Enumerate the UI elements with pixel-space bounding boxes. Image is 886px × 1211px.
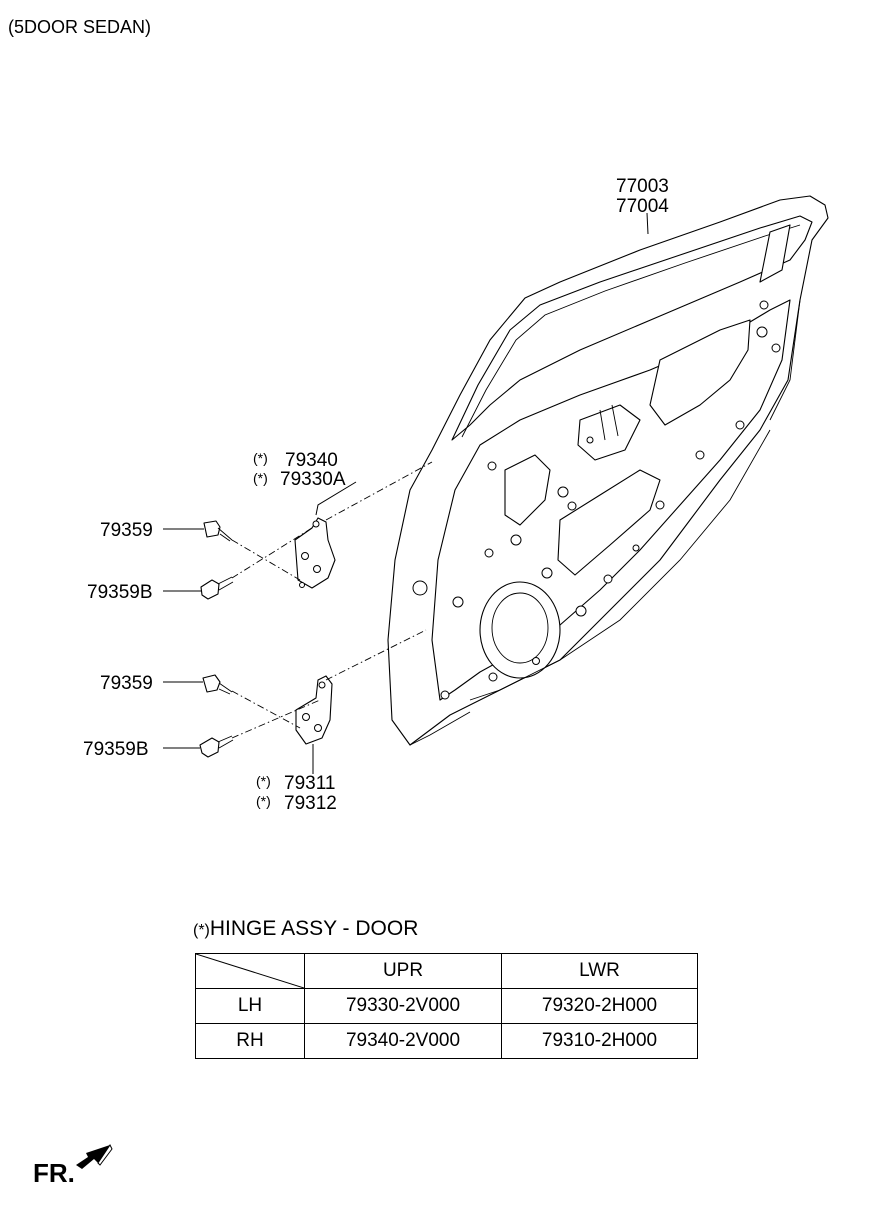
table-header-row: UPR LWR bbox=[195, 953, 698, 989]
table-cell-upr: 79340-2V000 bbox=[304, 1023, 502, 1059]
upper-hinge-mark-a: (*) bbox=[253, 450, 268, 466]
front-direction-label: FR. bbox=[33, 1158, 75, 1188]
table-cell-side: RH bbox=[195, 1023, 305, 1059]
lower-hinge bbox=[295, 675, 333, 745]
table-corner-cell bbox=[195, 953, 305, 989]
hinge-assy-table: UPR LWR LH 79330-2V000 79320-2H000 RH 79… bbox=[195, 953, 698, 1059]
hinge-table-title-text: HINGE ASSY - DOOR bbox=[209, 917, 419, 940]
label-79359-lower: 79359 bbox=[100, 673, 153, 694]
lower-bolt-79359b bbox=[199, 735, 234, 758]
table-header-lwr: LWR bbox=[501, 953, 698, 989]
table-cell-lwr: 79310-2H000 bbox=[501, 1023, 698, 1059]
lower-hinge-mark-a: (*) bbox=[256, 773, 271, 789]
hinge-table-mark: (*) bbox=[193, 922, 210, 939]
hinge-table-title: (*)HINGE ASSY - DOOR bbox=[193, 917, 418, 941]
label-77003: 77003 bbox=[616, 176, 669, 197]
label-79312: 79312 bbox=[284, 793, 337, 814]
diagram-title: (5DOOR SEDAN) bbox=[8, 17, 151, 37]
table-cell-side: LH bbox=[195, 988, 305, 1024]
label-77004: 77004 bbox=[616, 196, 669, 217]
table-cell-upr: 79330-2V000 bbox=[304, 988, 502, 1024]
table-row: RH 79340-2V000 79310-2H000 bbox=[195, 1023, 698, 1059]
upper-bolt-79359b bbox=[200, 576, 234, 600]
label-79340: 79340 bbox=[285, 450, 338, 471]
rear-door-panel bbox=[387, 195, 829, 746]
label-79359b-lower: 79359B bbox=[83, 739, 149, 760]
upper-hinge bbox=[294, 517, 336, 589]
lower-hinge-mark-b: (*) bbox=[256, 793, 271, 809]
label-79330a: 79330A bbox=[280, 469, 346, 490]
label-79311: 79311 bbox=[284, 773, 335, 794]
upper-bolt-79359 bbox=[203, 520, 233, 542]
table-cell-lwr: 79320-2H000 bbox=[501, 988, 698, 1024]
front-arrow-icon bbox=[76, 1144, 113, 1169]
corner-diagonal bbox=[196, 954, 304, 988]
upper-hinge-mark-b: (*) bbox=[253, 470, 268, 486]
table-row: LH 79330-2V000 79320-2H000 bbox=[195, 988, 698, 1024]
label-79359b-upper: 79359B bbox=[87, 582, 153, 603]
label-79359-upper: 79359 bbox=[100, 520, 153, 541]
lower-bolt-79359 bbox=[202, 674, 233, 695]
table-header-upr: UPR bbox=[304, 953, 502, 989]
